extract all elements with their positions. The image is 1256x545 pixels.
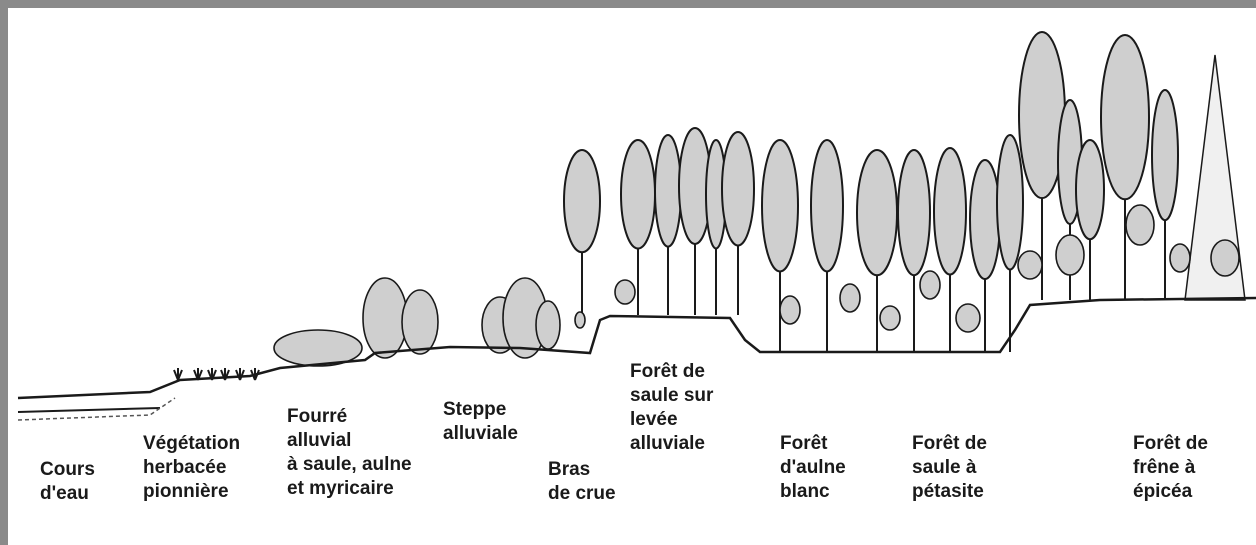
shrub (363, 278, 407, 358)
tree-crown (934, 148, 966, 274)
tree-crown (762, 140, 798, 271)
shrub (575, 312, 585, 328)
shrub (956, 304, 980, 332)
grass-tuft (236, 368, 244, 380)
zone-label-steppe-alluviale: Steppe alluviale (443, 398, 518, 446)
zone-label-vegetation-herbacee: Végétation herbacée pionnière (143, 432, 240, 504)
tree-crown (564, 150, 600, 252)
shrub (402, 290, 438, 354)
tree-crown (898, 150, 930, 275)
zone-label-foret-aulne-blanc: Forêt d'aulne blanc (780, 432, 846, 504)
shrub (780, 296, 800, 324)
zone-label-foret-saule-levee: Forêt de saule sur levée alluviale (630, 360, 713, 456)
tree-crown (1076, 140, 1104, 239)
tree-crown (722, 132, 754, 245)
shrub (1018, 251, 1042, 279)
shrub (880, 306, 900, 330)
grass-tuft (174, 368, 182, 380)
shrub (1211, 240, 1239, 276)
zone-label-foret-saule-petasite: Forêt de saule à pétasite (912, 432, 987, 504)
shrub (536, 301, 560, 349)
zone-label-cours-eau: Cours d'eau (40, 458, 95, 506)
tree-crown (857, 150, 897, 275)
tree-crown (811, 140, 843, 271)
zone-label-bras-de-crue: Bras de crue (548, 458, 616, 506)
tree-crown (655, 135, 681, 247)
vegetation-layer (174, 32, 1245, 380)
tree-crown (1152, 90, 1178, 220)
shrub (1126, 205, 1154, 245)
shrub (920, 271, 940, 299)
shrub (615, 280, 635, 304)
water-surface-line (18, 408, 160, 412)
tree-crown (970, 160, 1000, 279)
shrub (840, 284, 860, 312)
shrub (1170, 244, 1190, 272)
shrub (1056, 235, 1084, 275)
tree-crown (621, 140, 655, 249)
tree-crown (997, 135, 1023, 270)
tree-crown (1101, 35, 1149, 199)
zone-label-fourre-alluvial: Fourré alluvial à saule, aulne et myrica… (287, 405, 412, 501)
zone-label-foret-frene-epicea: Forêt de frêne à épicéa (1133, 432, 1208, 504)
